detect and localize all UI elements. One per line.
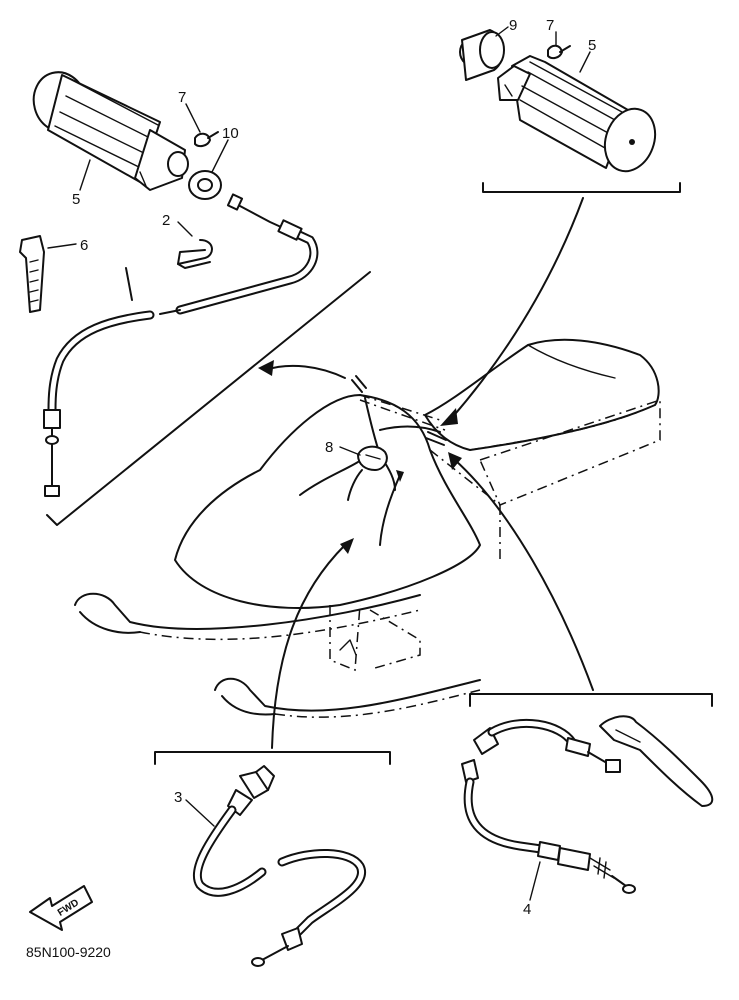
arrowhead-top-left [258,360,274,376]
leader-9 [495,26,509,37]
route-arrow-c [379,474,401,546]
leader-5-left [79,159,91,191]
grip-end-left [351,375,367,393]
screw-part-7-left [194,131,219,148]
arrowhead-bottom-right [448,452,462,470]
leader-2 [177,221,193,237]
leader-6 [47,243,77,249]
bracket-top-left [46,271,371,526]
leader-5-right [579,51,591,73]
screw-part-7-right [547,44,571,60]
leader-4 [529,861,541,901]
callout-7-left: 7 [178,89,186,106]
arrow-top-right [449,197,584,421]
brake-cable-route [379,425,441,433]
arrowhead-bottom-center [340,538,354,554]
forward-direction-icon: FWD [29,885,93,931]
grip-part-5-right [497,55,657,173]
route-arrow-a [299,461,359,496]
handlebar-line [359,399,446,431]
leader-7-left [185,103,201,133]
strap-part-6 [19,235,45,313]
clip-part-2 [177,239,213,269]
brake-lever [599,715,714,807]
drawing-number: 85N100-9220 [26,944,111,960]
arrow-bottom-right [454,459,594,691]
cable-part-4 [461,718,636,894]
callout-5-right: 5 [588,37,596,54]
route-arrow-b [347,469,363,501]
arrow-top-left [264,364,346,379]
grip-end-right [425,431,447,446]
bracket-top-right [482,182,681,193]
callout-2: 2 [162,212,170,229]
bracket-bottom-right [469,693,713,707]
callout-7-right: 7 [546,17,554,34]
snowmobile-outline [74,338,661,718]
leader-8 [339,446,361,456]
bracket-bottom-center [154,751,391,765]
washer-part-10 [188,170,222,200]
arrow-bottom-center [271,544,346,749]
callout-3: 3 [174,789,182,806]
callout-10: 10 [222,125,239,142]
ring-part-9 [459,29,505,81]
arrowhead-top-right [440,408,458,426]
callout-4: 4 [523,901,531,918]
callout-6: 6 [80,237,88,254]
callout-5-left: 5 [72,191,80,208]
leader-10 [211,139,229,173]
grip-part-5-left [32,71,189,191]
cable-clamp [357,445,388,471]
throttle-cable-part-1 [43,193,319,497]
callout-8: 8 [325,439,333,456]
brake-cable-part-3 [192,765,367,967]
leader-3 [185,799,215,827]
route-arrowhead-c [396,470,404,482]
callout-9: 9 [509,17,517,34]
